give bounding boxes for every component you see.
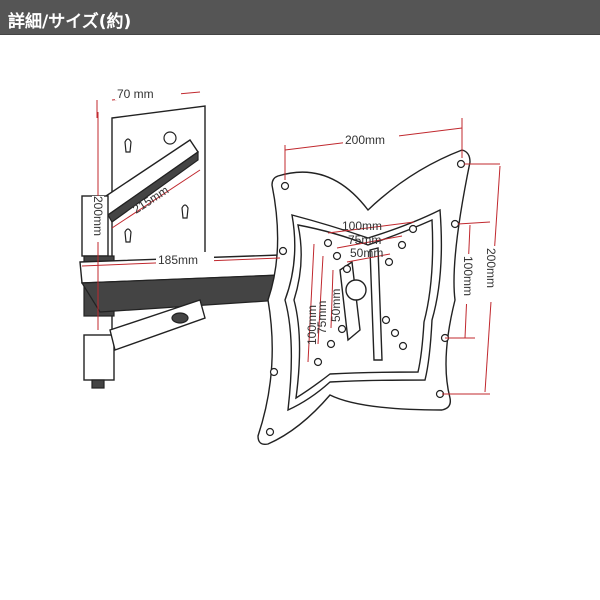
label-wall-plate-width: 70 mm	[117, 87, 154, 101]
label-vesa-v-50: 50mm	[329, 289, 343, 322]
label-vesa-right-200: 200mm	[484, 248, 498, 288]
label-vesa-h-100: 100mm	[342, 219, 382, 233]
section-header: 詳細/サイズ(約)	[0, 0, 600, 35]
label-arm-length: 185mm	[158, 253, 198, 267]
section-title: 詳細/サイズ(約)	[8, 12, 132, 32]
main-arm	[79, 254, 283, 351]
label-vesa-h-75: 75mm	[348, 233, 381, 247]
vesa-plate	[257, 149, 471, 446]
label-vesa-right-100: 100mm	[461, 256, 475, 296]
label-wall-plate-height: 200mm	[91, 196, 105, 236]
label-vesa-v-100: 100mm	[305, 305, 319, 345]
mounting-holes	[265, 159, 466, 437]
label-vesa-h-50: 50mm	[350, 246, 383, 260]
label-vesa-v-75: 75mm	[315, 301, 329, 334]
label-vesa-top-width: 200mm	[345, 133, 385, 147]
